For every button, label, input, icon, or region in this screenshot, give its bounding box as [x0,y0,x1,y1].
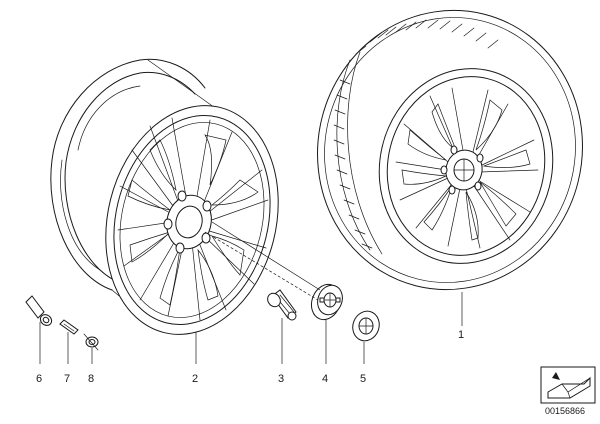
reference-box [540,366,596,404]
callout-5: 5 [360,373,366,385]
callout-labels: 6 7 8 2 3 4 5 1 [36,329,464,385]
callout-6: 6 [36,373,42,385]
drawing-number: 00156866 [545,406,585,416]
pointer-arrow-icon [552,372,560,380]
valve-cap-drawing [59,319,79,335]
hub-cap-drawing [310,283,343,321]
emblem-drawing [352,310,380,342]
callout-4: 4 [322,373,328,385]
callout-2: 2 [192,373,198,385]
rim-drawing [50,58,279,335]
callout-3: 3 [278,373,284,385]
callout-1: 1 [458,329,464,341]
callout-7: 7 [64,373,70,385]
valve-drawing [25,295,53,326]
valve-nut-drawing [83,333,99,351]
complete-wheel-drawing [317,9,583,291]
wheel-bolt-drawing [267,289,297,321]
callout-8: 8 [88,373,94,385]
assembly-lines [39,221,463,364]
